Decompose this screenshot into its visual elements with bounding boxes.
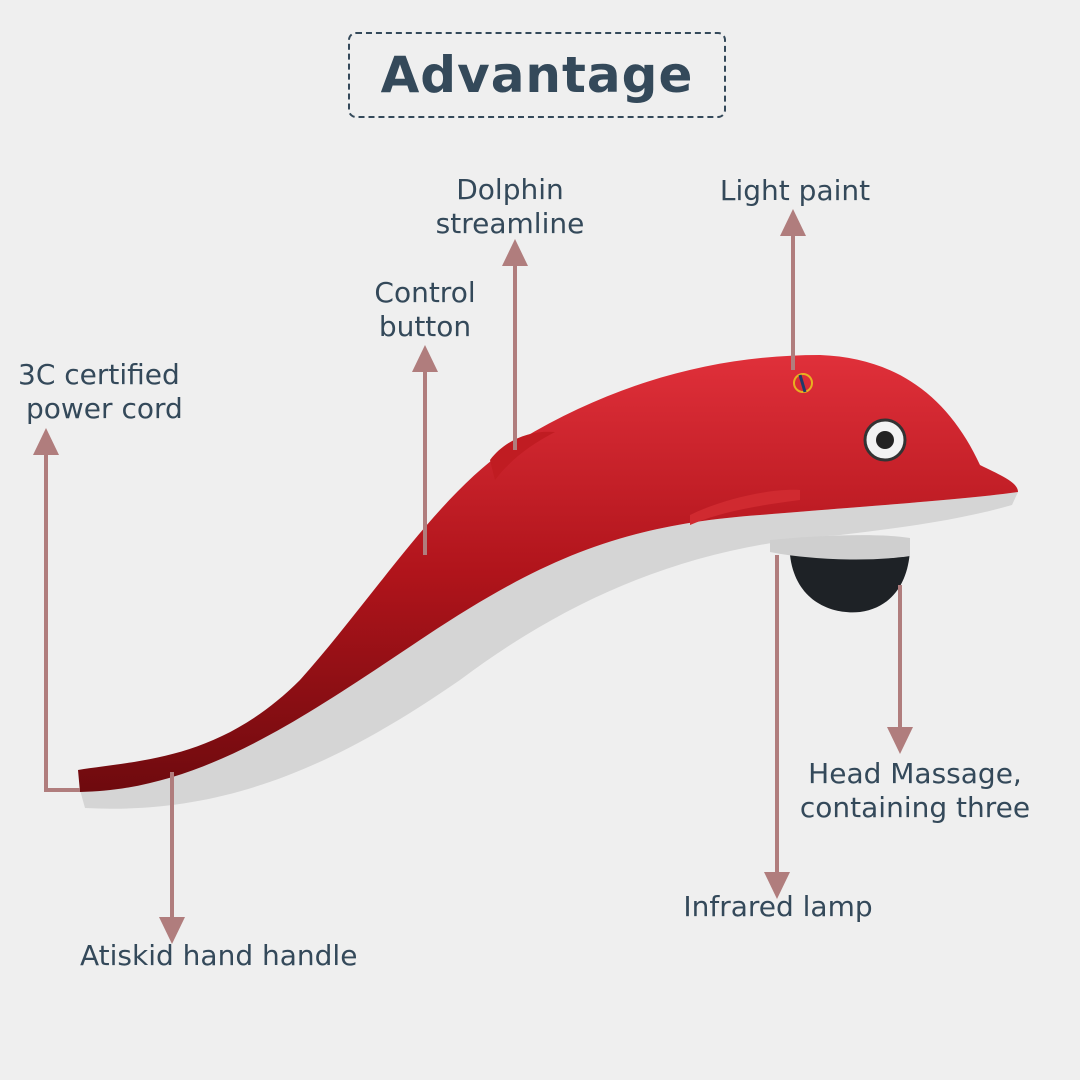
label-line: streamline (435, 207, 585, 240)
page-title: Advantage (380, 46, 694, 104)
arrow-light-paint (780, 209, 806, 370)
arrow-control-button (412, 345, 438, 555)
dolphin-body (78, 355, 1018, 792)
sobo-logo (793, 373, 813, 393)
label-light-paint: Light paint (719, 174, 871, 207)
label-streamline: Dolphin streamline (420, 173, 600, 241)
pectoral-fin (690, 489, 800, 525)
label-power-cord: 3C certified power cord (18, 358, 183, 426)
label-line: Head Massage, (808, 757, 1022, 790)
arrow-power-cord (33, 428, 80, 792)
label-line: 3C certified (18, 358, 180, 391)
callout-arrows (33, 209, 913, 944)
arrow-handle (159, 772, 185, 944)
label-line: containing three (799, 791, 1031, 824)
massager-dolphin (78, 355, 1018, 809)
label-handle: Atiskid hand handle (80, 939, 358, 972)
label-infrared: Infrared lamp (683, 890, 873, 923)
label-line: Control (374, 276, 476, 309)
dorsal-fin (490, 431, 555, 480)
label-control-button: Control button (345, 276, 505, 344)
massage-head (790, 550, 910, 613)
label-head-massage: Head Massage, containing three (790, 757, 1040, 825)
title-box: Advantage (348, 32, 726, 118)
label-line: button (378, 310, 472, 343)
label-line: power cord (26, 392, 183, 425)
arrow-infrared (764, 555, 790, 899)
dolphin-underside (80, 492, 1018, 809)
dolphin-pupil (876, 431, 894, 449)
arrow-streamline (502, 239, 528, 450)
label-line: Dolphin (456, 173, 564, 206)
head-collar (770, 535, 910, 560)
arrow-head-massage (887, 585, 913, 754)
